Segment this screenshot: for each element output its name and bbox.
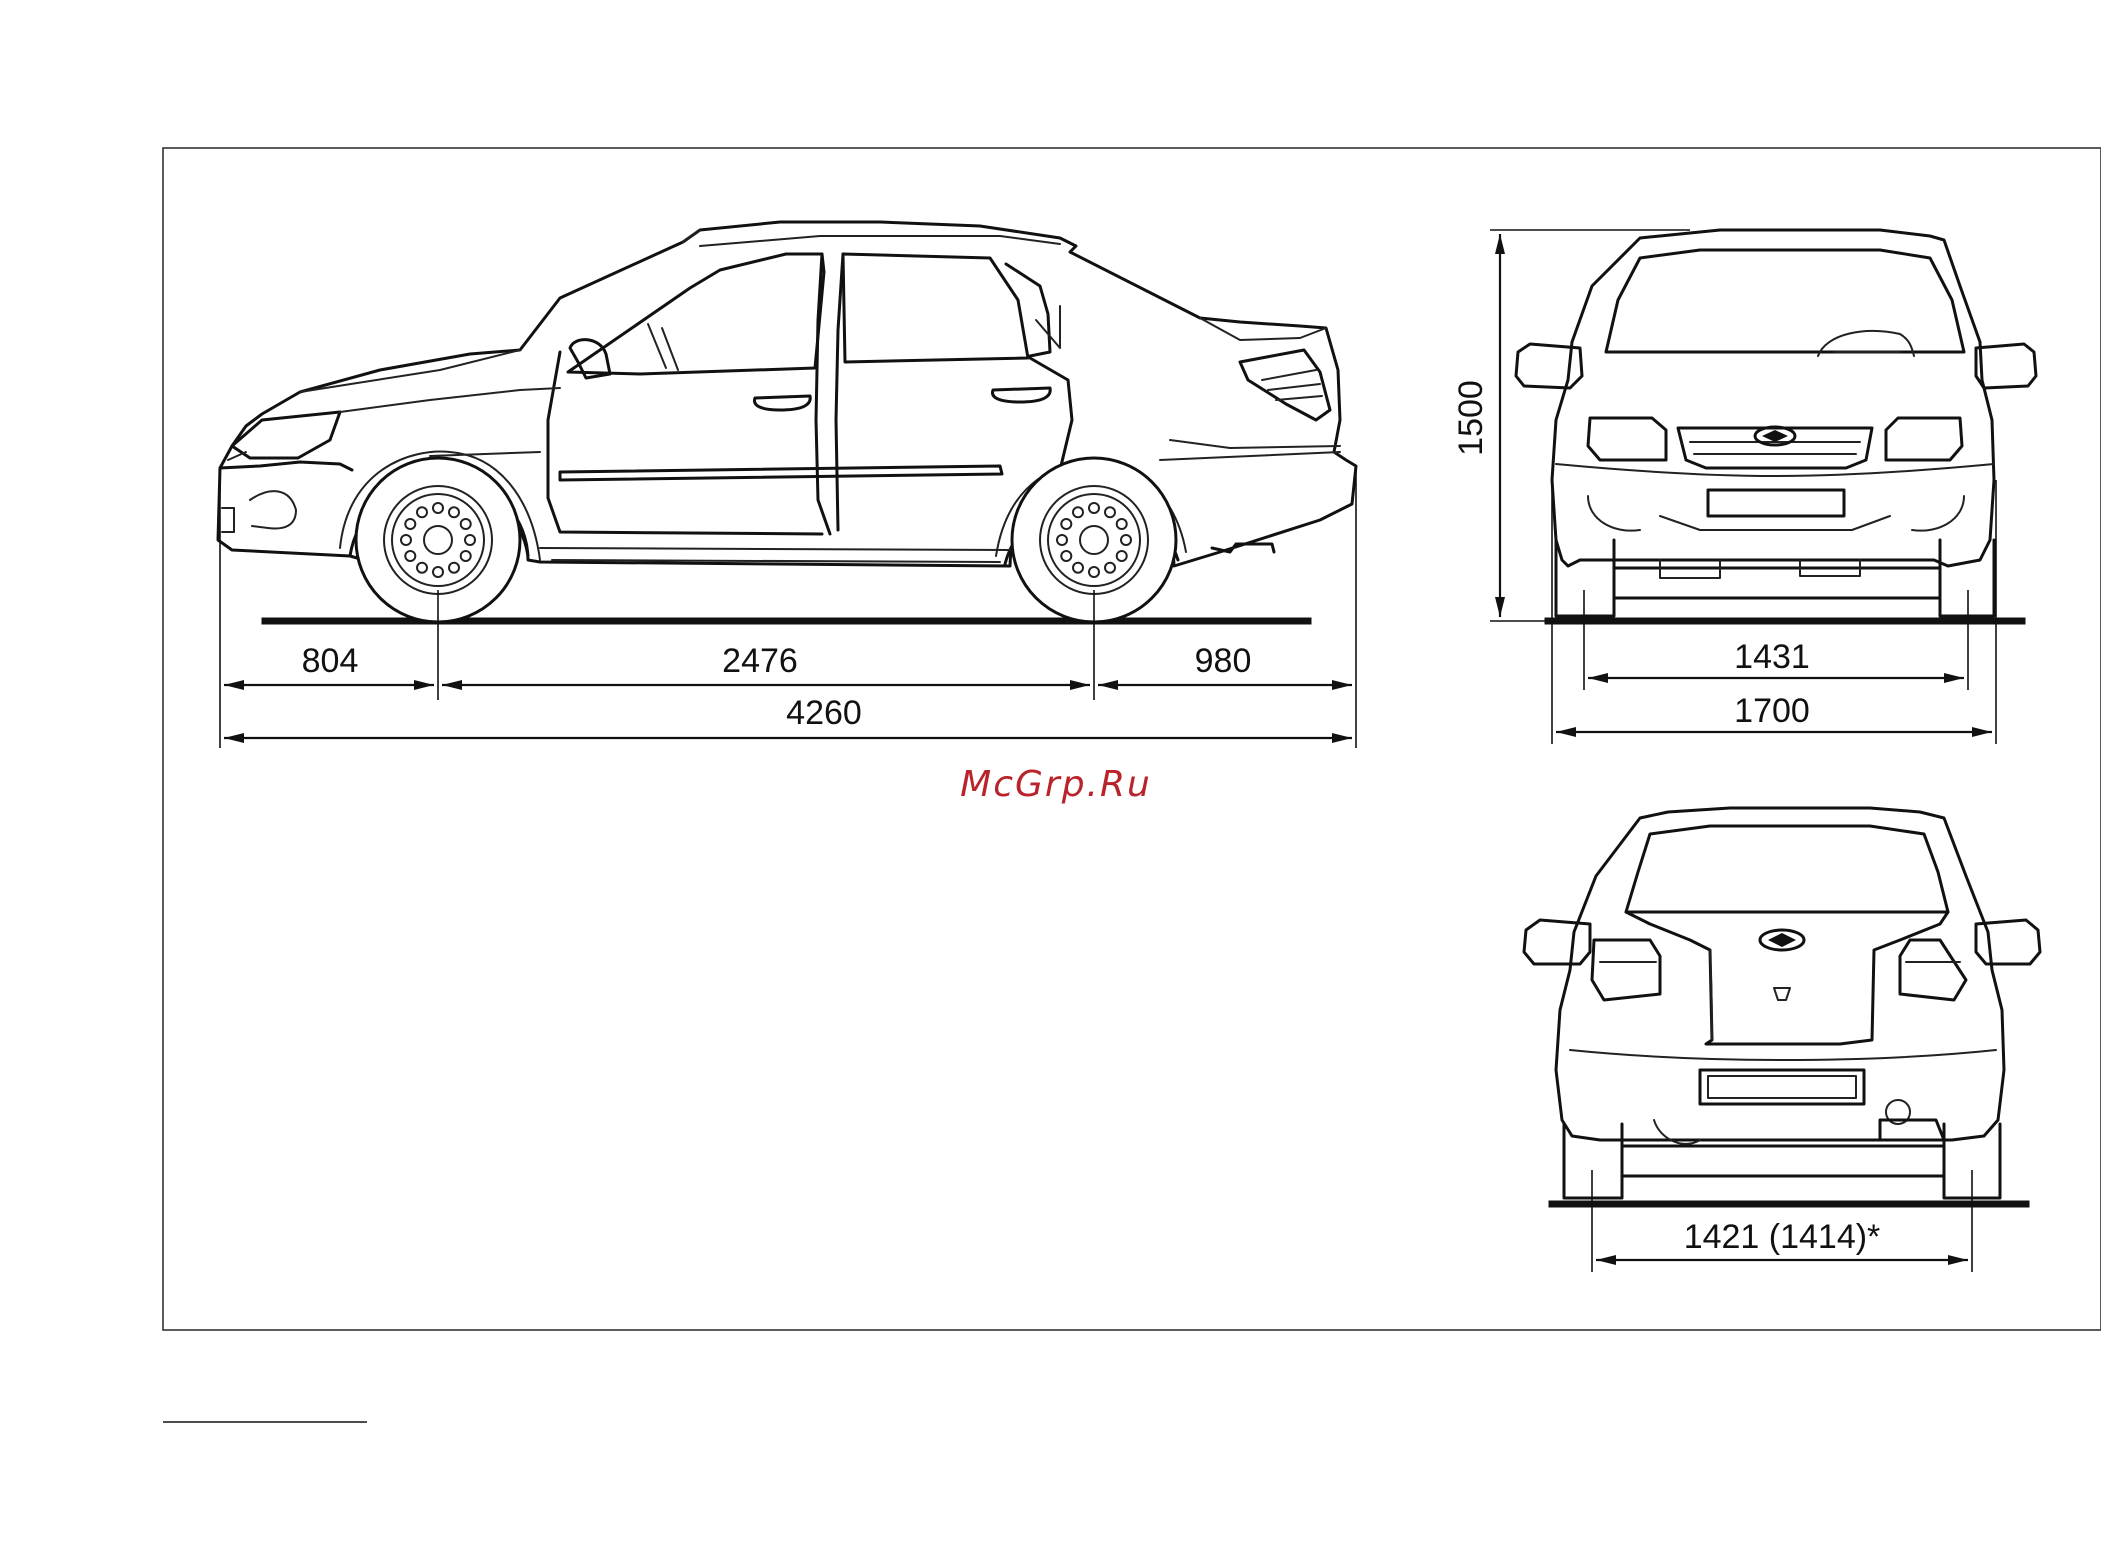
front-overhang-label: 804 [302,642,359,680]
rear-dimensions: 1421 (1414)* [1592,1170,1972,1272]
front-dimensions: 1500 1431 1700 [1452,230,1996,744]
overall-length-label: 4260 [786,694,862,732]
wheelbase-label: 2476 [722,642,798,680]
watermark: McGrp.Ru [960,764,1152,805]
car-rear-view [1524,808,2040,1204]
front-track-label: 1431 [1734,638,1810,676]
rear-overhang-label: 980 [1195,642,1252,680]
car-side-view [218,222,1356,622]
overall-height-label: 1500 [1452,380,1490,456]
rear-track-label: 1421 (1414)* [1684,1218,1881,1256]
overall-width-label: 1700 [1734,692,1810,730]
car-front-view [1516,230,2036,621]
